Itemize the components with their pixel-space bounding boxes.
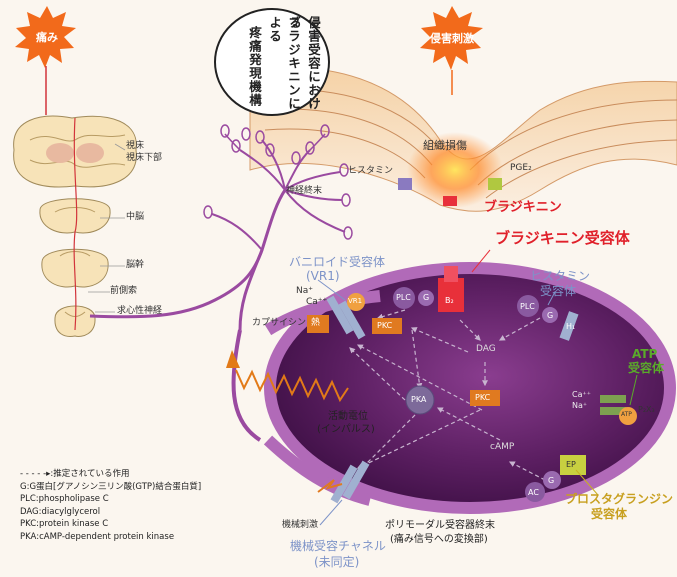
mech-channel-label-2: (未同定) xyxy=(314,555,360,569)
brainstem-label: 脳幹 xyxy=(126,260,145,270)
skin-tissue xyxy=(249,67,677,212)
mech-channel-label-1: 機械受容チャネル xyxy=(290,539,386,553)
ac-tag: AC xyxy=(528,488,539,497)
pkc-right-tag: PKC xyxy=(475,393,491,402)
title-line-1: 侵害受容における xyxy=(287,16,321,111)
title-line-2: ブラジキニンによる xyxy=(267,16,301,111)
polymodal-label-2: (痛み信号への変換部) xyxy=(390,534,488,545)
g-right-tag: G xyxy=(547,311,554,320)
pge2-molecule-icon xyxy=(488,178,502,190)
pka-tag: PKA xyxy=(411,395,427,404)
ep-tag: EP xyxy=(566,460,576,469)
legend-item: PKC:protein kinase C xyxy=(20,519,109,530)
vanilloid-receptor-label: バニロイド受容体 xyxy=(289,255,386,269)
pain-burst-icon xyxy=(15,6,76,68)
vr1-paren-label: (VR1) xyxy=(306,269,340,283)
ca-label: Ca⁺⁺ xyxy=(306,297,328,307)
pge2-label: PGE₂ xyxy=(510,163,532,173)
heat-label: 熱 xyxy=(311,318,321,328)
pain-label: 痛み xyxy=(36,31,58,44)
midbrain-label: 中脳 xyxy=(126,212,145,222)
plc-right-tag: PLC xyxy=(520,302,535,311)
signal-arrows xyxy=(349,309,546,481)
pka-node xyxy=(405,385,435,415)
legend-item: PKA:cAMP-dependent protein kinase xyxy=(20,531,175,542)
plc-g-left xyxy=(393,287,434,309)
prostaglandin-receptor-label-2: 受容体 xyxy=(591,507,628,521)
vr1-channel xyxy=(326,293,366,340)
b2-tag: B₂ xyxy=(445,296,454,305)
bradykinin-receptor-label: ブラジキニン受容体 xyxy=(495,229,630,247)
polymodal-label-1: ポリモーダル受容器終末 xyxy=(385,520,495,531)
legend: - - - - -▸:推定されている作用 G:G蛋白[グアノシン三リン酸(GTP… xyxy=(20,468,201,544)
stimulus-label: 侵害刺激 xyxy=(430,32,474,45)
ep-receptor xyxy=(525,455,586,502)
tissue-damage-label: 組織損傷 xyxy=(423,139,467,152)
thalamus-label: 視床 xyxy=(126,141,145,151)
h1-tag: H₁ xyxy=(566,322,576,331)
histamine-receptor-label-1: ヒスタミン xyxy=(530,269,591,283)
action-potential-label-2: (インパルス) xyxy=(317,424,375,435)
bradykinin-molecule-icon xyxy=(443,196,457,206)
mechanical-stimulus-bolt xyxy=(317,479,343,493)
title-panel: 侵害受容における ブラジキニンによる 疼痛発現機構 xyxy=(212,6,332,118)
g-left-tag: G xyxy=(423,293,430,302)
dag-tag: DAG xyxy=(476,344,496,354)
vr1-tag: VR1 xyxy=(348,297,363,305)
mechanical-stimulus-label: 機械刺激 xyxy=(282,520,319,530)
histamine-receptor-label-2: 受容体 xyxy=(540,284,577,298)
mechanical-channel xyxy=(330,460,370,504)
na-right-label: Na⁺ xyxy=(572,401,588,410)
midbrain-section xyxy=(39,198,111,234)
legend-item: DAG:diacylglycerol xyxy=(20,506,101,517)
legend-item: - - - - -▸:推定されている作用 xyxy=(20,469,130,479)
histamine-receptor xyxy=(517,295,579,341)
ca-right-label: Ca⁺⁺ xyxy=(572,390,591,399)
action-potential-wave xyxy=(235,369,349,403)
pkc-box-right xyxy=(470,390,500,406)
p2x3-label: P₂X₃ xyxy=(638,405,655,414)
heat-box xyxy=(307,315,329,333)
atp-receptor-label-2: 受容体 xyxy=(628,361,665,375)
na-label: Na⁺ xyxy=(296,286,313,296)
nerve-ending-label: 神経終末 xyxy=(286,186,323,196)
afferent-nerve-label: 求心性神経 xyxy=(117,306,163,316)
plc-left-tag: PLC xyxy=(396,293,411,302)
anterolateral-label: 前側索 xyxy=(110,286,138,296)
g-bottom-tag: G xyxy=(548,476,555,485)
hypothalamus-label: 視床下部 xyxy=(126,153,163,163)
stimulus-burst-icon xyxy=(420,6,483,70)
legend-item: G:G蛋白[グアノシン三リン酸(GTP)結合蛋白質] xyxy=(20,481,202,492)
bradykinin-label: ブラジキニン xyxy=(484,200,562,215)
legend-item: PLC:phospholipase C xyxy=(20,494,109,505)
camp-tag: cAMP xyxy=(490,442,515,452)
action-potential-label-1: 活動電位 xyxy=(328,411,368,422)
pkc-left-tag: PKC xyxy=(377,321,393,330)
nerve-fiber xyxy=(89,124,353,331)
atp-receptor-label-1: ATP xyxy=(632,347,658,361)
capsaicin-label: カプサイシン xyxy=(252,318,307,328)
p2x3-channel xyxy=(600,395,637,425)
bradykinin-receptor xyxy=(438,266,464,312)
atp-small-tag: ATP xyxy=(621,411,632,418)
prostaglandin-receptor-label-1: プロスタグランジン xyxy=(565,492,674,506)
histamine-label: ヒスタミン xyxy=(348,166,394,176)
title-line-3: 疼痛発現機構 xyxy=(247,26,262,107)
pkc-box-left xyxy=(372,318,402,334)
histamine-molecule-icon xyxy=(398,178,412,190)
